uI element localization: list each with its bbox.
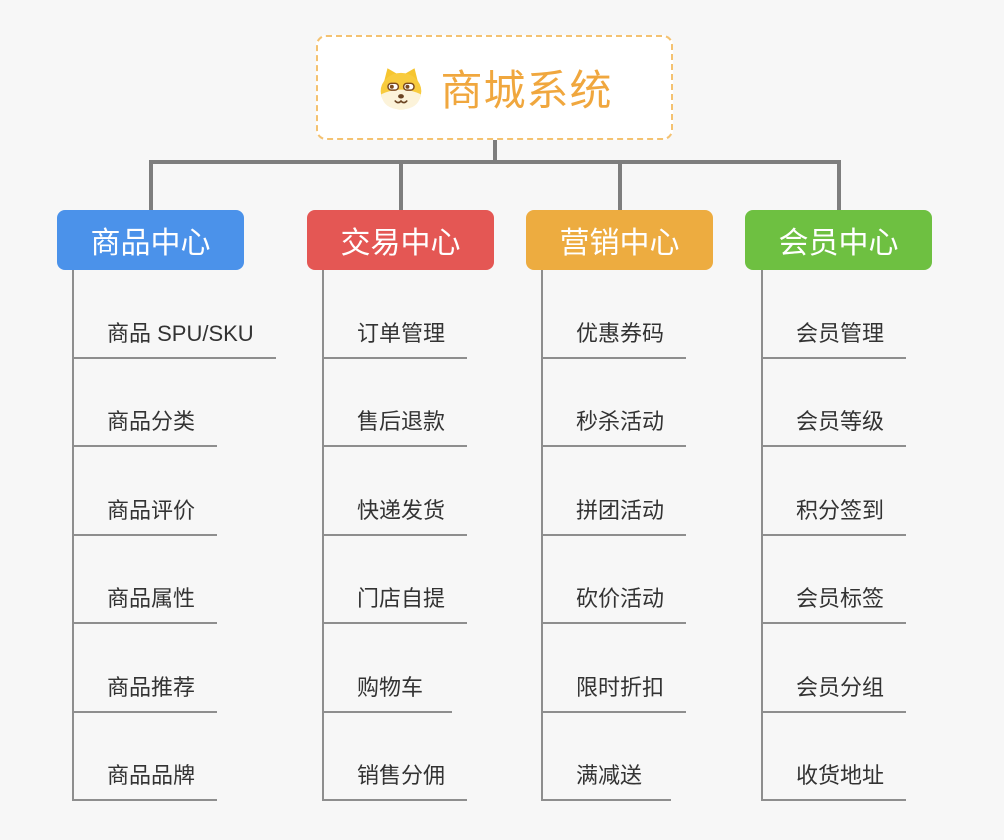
branch-item[interactable]: 购物车 [324,624,452,713]
branch-item[interactable]: 销售分佣 [324,713,468,801]
branch-item[interactable]: 限时折扣 [543,624,687,713]
root-title: 商城系统 [440,67,613,114]
branch-connector-drop [837,160,841,210]
branch-item[interactable]: 秒杀活动 [543,359,687,447]
branch-item[interactable]: 会员等级 [763,359,907,447]
branch-header-member-center[interactable]: 会员中心 [745,210,932,270]
branch-connector-drop [399,160,403,210]
branch-item[interactable]: 快递发货 [324,447,468,536]
branch-connector-drop [149,160,153,210]
branch-item[interactable]: 收货地址 [763,713,907,801]
branch-item[interactable]: 会员标签 [763,536,907,624]
branch-item[interactable]: 会员分组 [763,624,907,713]
branch-item[interactable]: 商品属性 [74,536,218,624]
branch-item[interactable]: 商品分类 [74,359,218,447]
branch-header-marketing-center[interactable]: 营销中心 [526,210,713,270]
branch-item[interactable]: 会员管理 [763,270,907,359]
branch-connector-horizontal [149,160,841,164]
root-node[interactable]: 商城系统 [316,35,673,140]
branch-header-trade-center[interactable]: 交易中心 [307,210,494,270]
branch-item[interactable]: 售后退款 [324,359,468,447]
branch-column-member: 会员管理 会员等级 积分签到 会员标签 会员分组 收货地址 [761,270,907,801]
root-connector-stub [493,138,497,164]
branch-item[interactable]: 砍价活动 [543,536,687,624]
branch-item[interactable]: 商品评价 [74,447,218,536]
branch-item[interactable]: 商品 SPU/SKU [74,270,276,359]
branch-connector-drop [618,160,622,210]
branch-item[interactable]: 门店自提 [324,536,468,624]
branch-header-product-center[interactable]: 商品中心 [57,210,244,270]
branch-item[interactable]: 满减送 [543,713,671,801]
branch-column-trade: 订单管理 售后退款 快递发货 门店自提 购物车 销售分佣 [322,270,468,801]
branch-item[interactable]: 商品品牌 [74,713,218,801]
dog-icon [376,65,426,111]
branch-column-marketing: 优惠券码 秒杀活动 拼团活动 砍价活动 限时折扣 满减送 [541,270,687,801]
branch-item[interactable]: 积分签到 [763,447,907,536]
branch-item[interactable]: 拼团活动 [543,447,687,536]
branch-item[interactable]: 订单管理 [324,270,468,359]
branch-column-product: 商品 SPU/SKU 商品分类 商品评价 商品属性 商品推荐 商品品牌 [72,270,276,801]
branch-item[interactable]: 优惠券码 [543,270,687,359]
branch-item[interactable]: 商品推荐 [74,624,218,713]
